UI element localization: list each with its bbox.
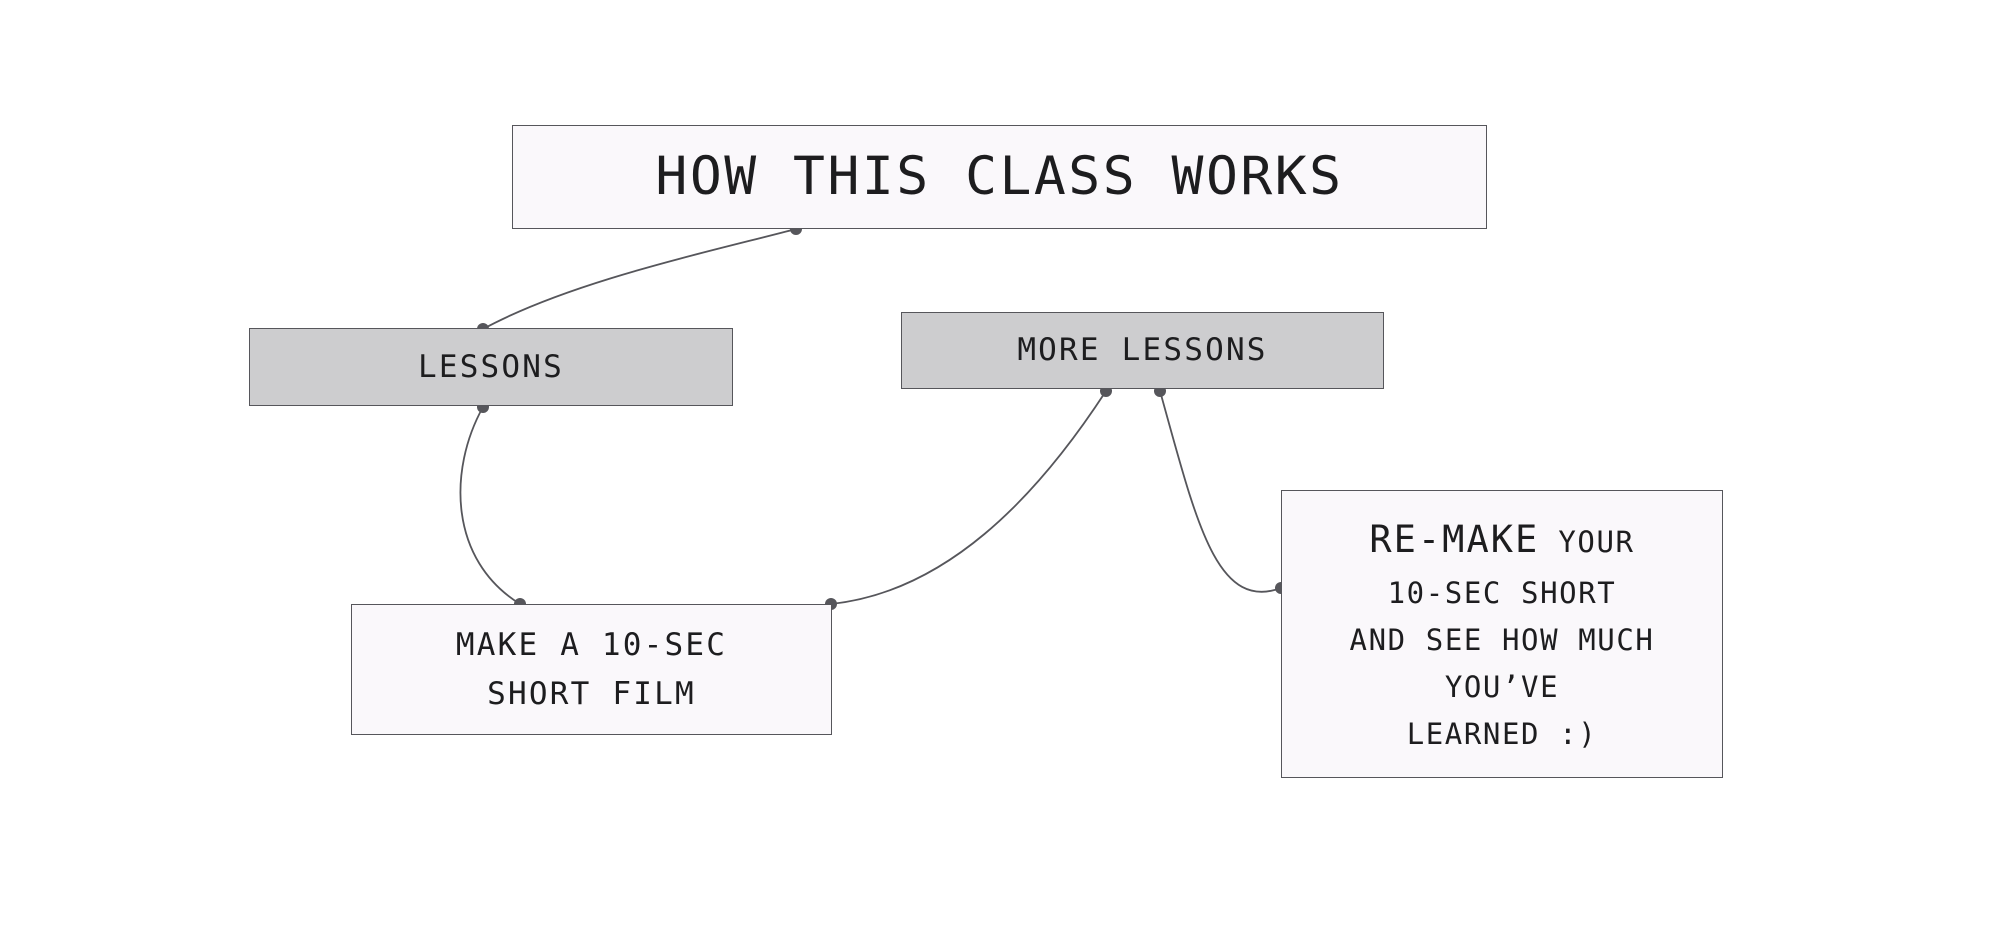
node-re-make-short[interactable]: RE-MAKE YOUR 10-SEC SHORT AND SEE HOW MU… (1281, 490, 1723, 778)
node-lessons[interactable]: LESSONS (249, 328, 733, 406)
node-label-rest: YOUR 10-SEC SHORT AND SEE HOW MUCH YOU’V… (1349, 525, 1655, 751)
edge-more-lessons-to-make-short (825, 385, 1112, 610)
node-label: MORE LESSONS (1017, 332, 1268, 369)
edge-lessons-to-make-short (459, 401, 526, 610)
edge-path (459, 406, 521, 605)
edge-title-to-lessons (477, 223, 802, 335)
node-label: RE-MAKE YOUR 10-SEC SHORT AND SEE HOW MU… (1350, 510, 1655, 758)
edge-more-lessons-to-re-make (1154, 385, 1287, 594)
node-make-10-sec-short-film[interactable]: MAKE A 10-SEC SHORT FILM (351, 604, 832, 735)
node-label-lead: RE-MAKE (1369, 518, 1540, 562)
edge-path (482, 228, 797, 330)
node-label: HOW THIS CLASS WORKS (655, 146, 1344, 208)
node-label: LESSONS (417, 348, 565, 385)
edge-path (1159, 390, 1282, 593)
node-more-lessons[interactable]: MORE LESSONS (901, 312, 1384, 389)
node-label: MAKE A 10-SEC SHORT FILM (455, 626, 728, 712)
node-how-this-class-works[interactable]: HOW THIS CLASS WORKS (512, 125, 1487, 229)
edge-path (830, 390, 1107, 605)
